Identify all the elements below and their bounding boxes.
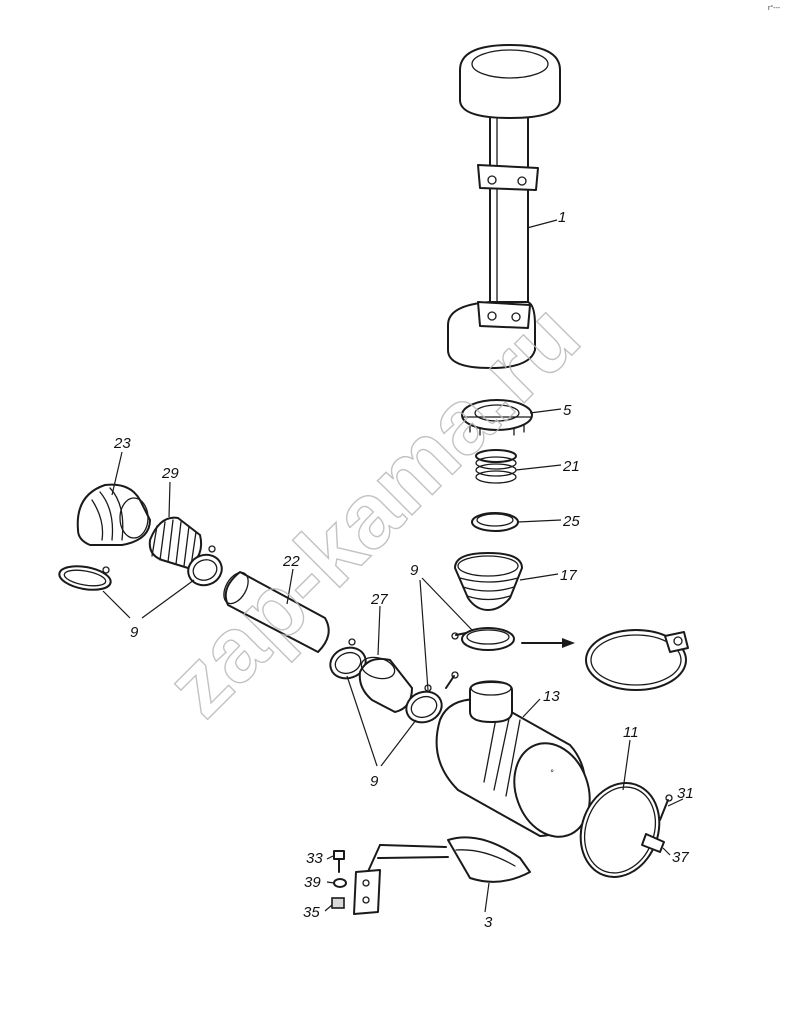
label-31: 31 <box>677 785 694 802</box>
bolt-33 <box>333 850 345 873</box>
rubber-elbow <box>76 483 151 546</box>
label-37: 37 <box>672 849 689 866</box>
label-25: 25 <box>562 513 580 530</box>
clamp-mid-a <box>329 638 367 680</box>
clamp-mid-b <box>405 684 443 724</box>
leader-lines <box>102 219 684 913</box>
intake-cap <box>459 44 561 119</box>
bolt-31 <box>659 794 673 821</box>
label-1: 1 <box>558 209 566 226</box>
clamp-small <box>451 627 515 651</box>
connector-sleeve <box>358 656 413 713</box>
air-filter-housing: ° <box>435 680 591 838</box>
part-labels: 1 5 21 25 17 23 29 22 27 9 9 9 13 11 31 … <box>113 209 694 931</box>
label-5: 5 <box>563 402 572 419</box>
label-3: 3 <box>484 914 493 931</box>
mounting-bracket <box>353 836 531 915</box>
label-11: 11 <box>623 724 639 741</box>
intake-pipe <box>489 107 529 329</box>
dust-funnel <box>454 552 523 611</box>
corner-mark: r°--- <box>768 4 781 12</box>
label-33: 33 <box>306 850 323 867</box>
clamp-left-b <box>187 545 223 587</box>
nut-35 <box>331 897 345 909</box>
label-22: 22 <box>282 553 300 570</box>
label-9-middle: 9 <box>370 773 379 790</box>
label-9-left: 9 <box>130 624 139 641</box>
label-13: 13 <box>543 688 560 705</box>
label-21: 21 <box>562 458 580 475</box>
label-23: 23 <box>113 435 131 452</box>
corrugated-sleeve <box>148 516 203 569</box>
svg-text:°: ° <box>550 768 554 778</box>
enlarge-arrow <box>521 638 575 648</box>
intake-pipe-assembly <box>447 44 561 369</box>
label-29: 29 <box>161 465 179 482</box>
label-9-upper: 9 <box>410 562 419 579</box>
label-27: 27 <box>370 591 388 608</box>
upper-bracket <box>477 164 539 191</box>
label-35: 35 <box>303 904 320 921</box>
grid-ring <box>461 399 533 436</box>
label-39: 39 <box>304 874 321 891</box>
clamp-left-a <box>58 565 112 591</box>
intake-hose <box>223 571 330 653</box>
coil-spring <box>475 449 517 484</box>
band-clamp <box>579 782 665 878</box>
label-17: 17 <box>560 567 577 584</box>
seal-ring <box>471 512 519 532</box>
clamp-enlarged <box>585 629 689 691</box>
screw-a <box>445 671 459 689</box>
washer-39 <box>333 878 347 888</box>
